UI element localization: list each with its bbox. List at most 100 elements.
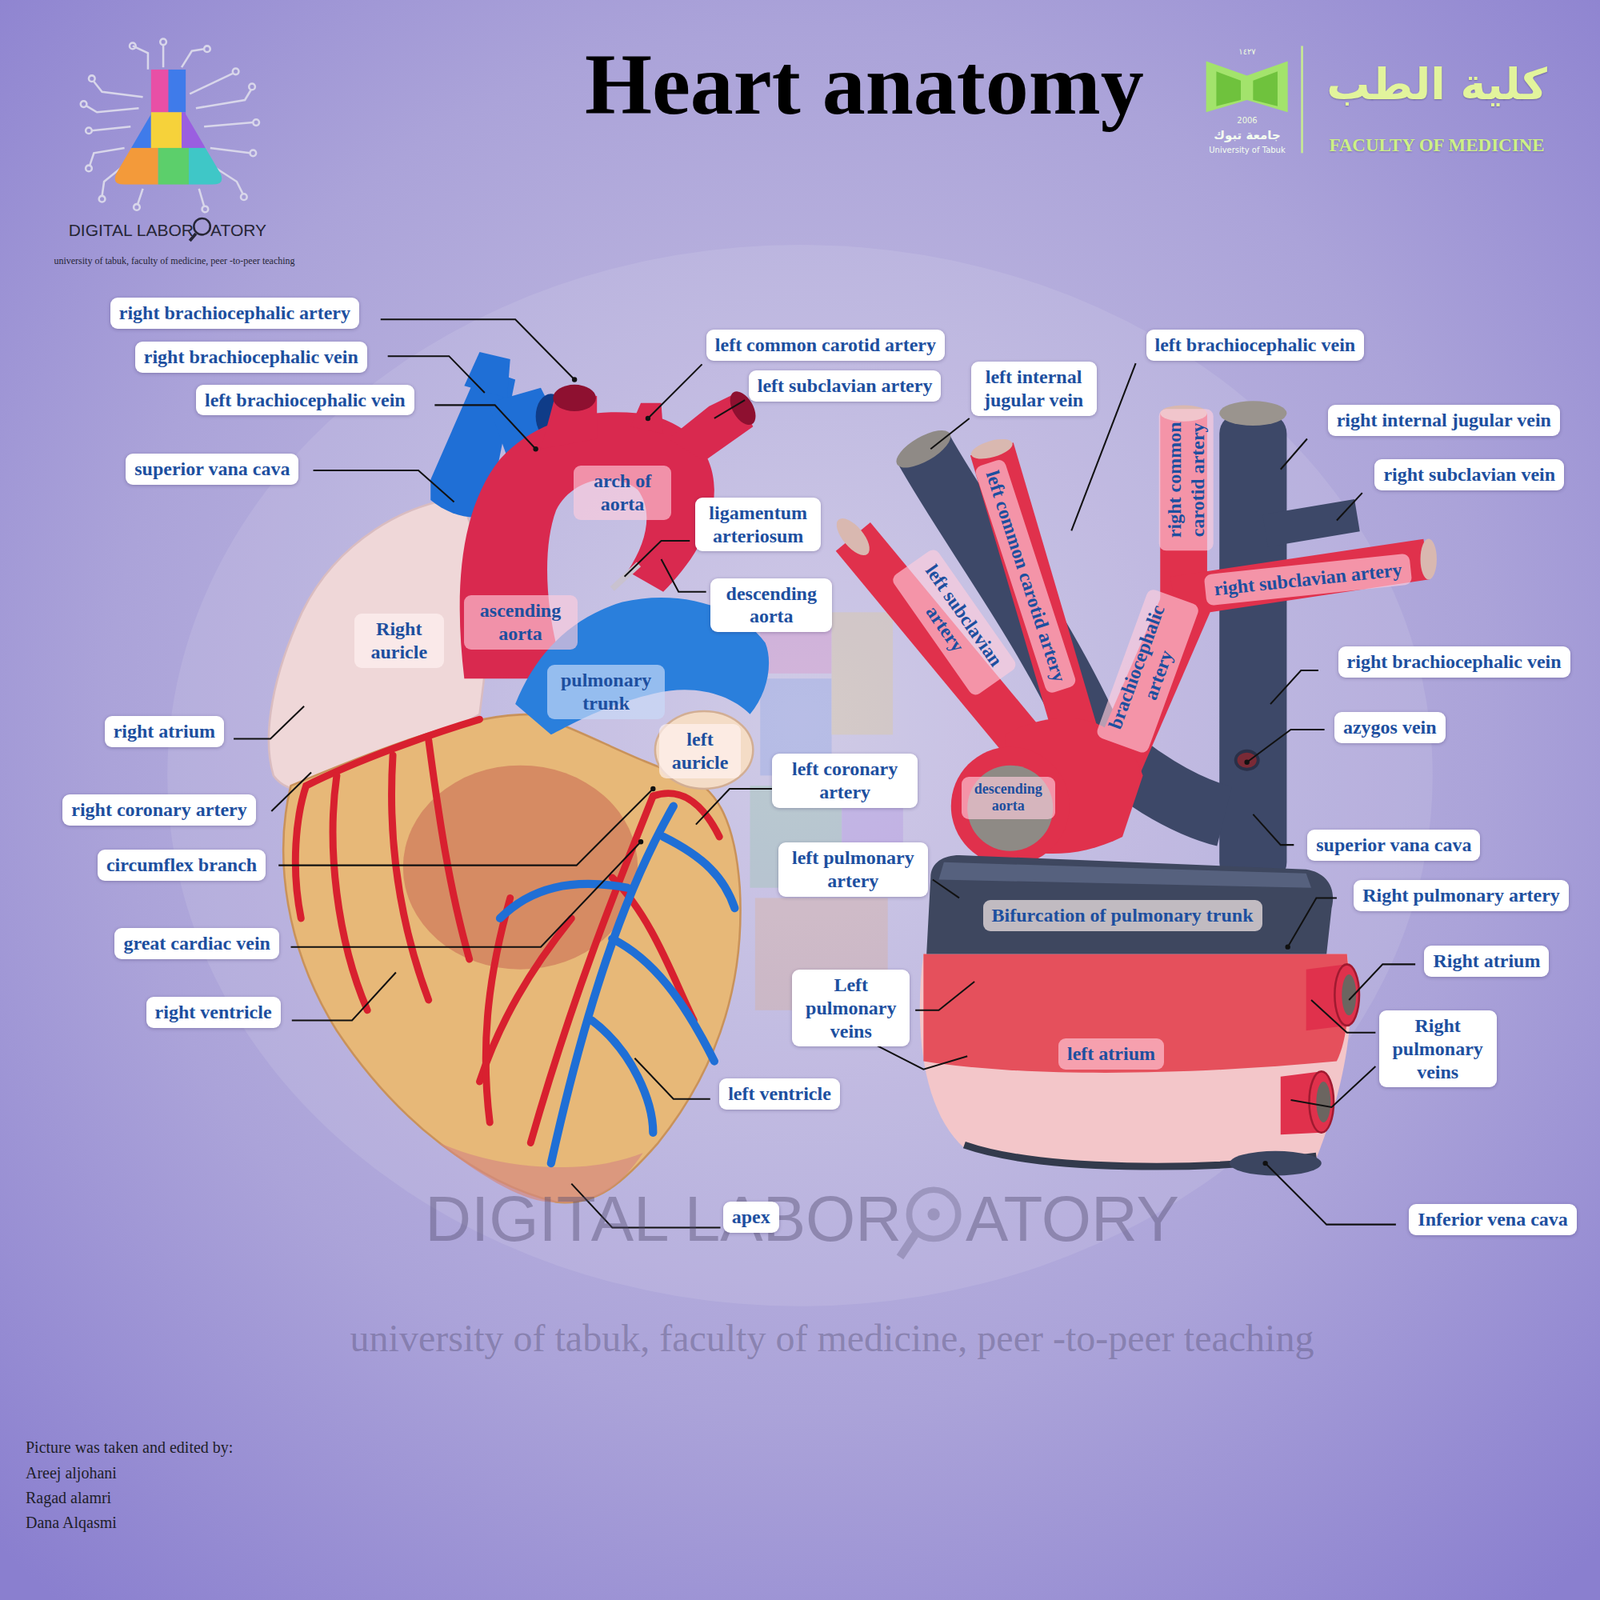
label-text: left atrium [1067,1042,1156,1066]
watermark-magnifier [900,1189,959,1257]
label-box: right internal jugular vein [1328,404,1560,436]
heart-anterior [663,836,735,908]
heart-posterior [938,862,1312,888]
label-box: Right auricle [354,613,444,668]
credit-note: Ragad alamri [25,1488,112,1507]
label-text: left common carotid artery [715,333,936,357]
lab-logo [80,100,88,108]
lab-logo [196,89,252,108]
heart-posterior [831,400,1437,1176]
heart-posterior [951,747,1070,866]
label-text: right atrium [113,720,216,744]
label-text: ligamentum arteriosum [704,501,812,548]
logo-text: ATORY [210,220,267,240]
leader-line [661,559,707,592]
lab-logo [162,44,165,68]
heart-anterior [392,755,429,1000]
leader-line [1291,1066,1376,1108]
label-text: right ventricle [155,1000,272,1024]
label-text: left brachiocephalic vein [1155,333,1356,357]
heart-posterior [1219,400,1287,426]
heart-anterior [552,384,596,412]
label-text: left subclavian artery [898,556,1010,688]
label-box: left pulmonary artery [778,842,928,897]
label-box: Left pulmonary veins [792,969,910,1047]
university-logo [1206,45,1303,153]
logo-text: كلية الطب [1326,60,1548,108]
label-box: right brachiocephalic artery [110,297,360,329]
lab-logo-flask [102,61,236,189]
leader-line [714,400,745,419]
leader-dot [650,786,656,792]
heart-posterior [1219,413,1287,884]
leader-line [930,418,969,449]
heart-posterior [1316,1081,1331,1123]
lab-logo-flask [102,61,174,113]
lab-logo [93,81,143,97]
label-text: Left pulmonary veins [800,973,901,1043]
label-box: pulmonary trunk [547,664,665,720]
leader-line [434,404,536,449]
lab-logo [252,119,260,126]
leader-line [271,772,312,812]
label-text: left pulmonary artery [787,846,920,893]
university-logo [1300,45,1304,153]
lab-logo [85,165,92,172]
heart-posterior [1265,515,1358,531]
label-box: apex [723,1201,780,1233]
label-text: arch of aorta [582,469,663,516]
label-text: right internal jugular vein [1336,408,1552,432]
background-glow [167,244,1433,1307]
label-text: superior vana cava [134,457,290,481]
lab-logo [240,193,248,200]
page-title: Heart anatomy [584,41,1144,128]
heart-posterior [891,423,957,476]
lab-logo-flask [151,112,182,148]
leader-line [1280,438,1308,469]
leader-line [292,972,396,1021]
label-box: great cardiac vein [114,928,280,960]
label-text: circumflex branch [106,853,257,877]
university-logo [1206,61,1288,113]
label-text: descending aorta [970,780,1047,816]
university-logo [1216,71,1241,106]
label-text: great cardiac vein [123,932,271,956]
leader-line [932,879,960,898]
lab-logo [248,84,256,91]
label-text: brachiocephalic artery [1102,597,1194,745]
lab-logo-flask [158,148,189,189]
label-text: left internal jugular vein [980,365,1088,412]
label-text: right brachiocephalic artery [119,301,351,325]
university-logo [1252,71,1278,106]
lab-logo [129,43,136,50]
lab-logo [92,126,131,131]
label-text: left auricle [668,728,732,775]
watermark-magnifier [908,1189,958,1239]
lab-logo [85,127,92,134]
lab-logo [80,38,260,212]
logo-text: ١٤٢٧ [1238,47,1256,56]
label-box: descending aorta [961,776,1056,820]
watermark-text: DIGITAL LABOR [424,1184,902,1255]
lab-logo-flask [102,148,159,189]
heart-anterior [485,897,511,1123]
leader-line [877,1045,968,1069]
label-box: right atrium [104,716,224,748]
heart-posterior [920,954,1352,1169]
lab-logo [99,196,106,203]
label-text: left ventricle [728,1082,832,1106]
watermark-text: university of tabuk, faculty of medicine… [350,1317,1315,1360]
lab-logo-flask [181,112,233,148]
leader-line [1288,897,1337,947]
watermark-magnifier [927,1208,940,1220]
label-box: left ventricle [719,1078,840,1110]
heart-anterior [295,719,720,1143]
label-box: left subclavian artery [748,370,942,402]
leader-dot [638,839,644,844]
leader-line [313,470,455,503]
logo-text: جامعة تبوك [1213,128,1280,143]
leader-line [696,788,773,825]
label-text: right common carotid artery [1162,417,1209,542]
heart-anterior [268,352,769,1203]
lab-logo [204,45,211,52]
